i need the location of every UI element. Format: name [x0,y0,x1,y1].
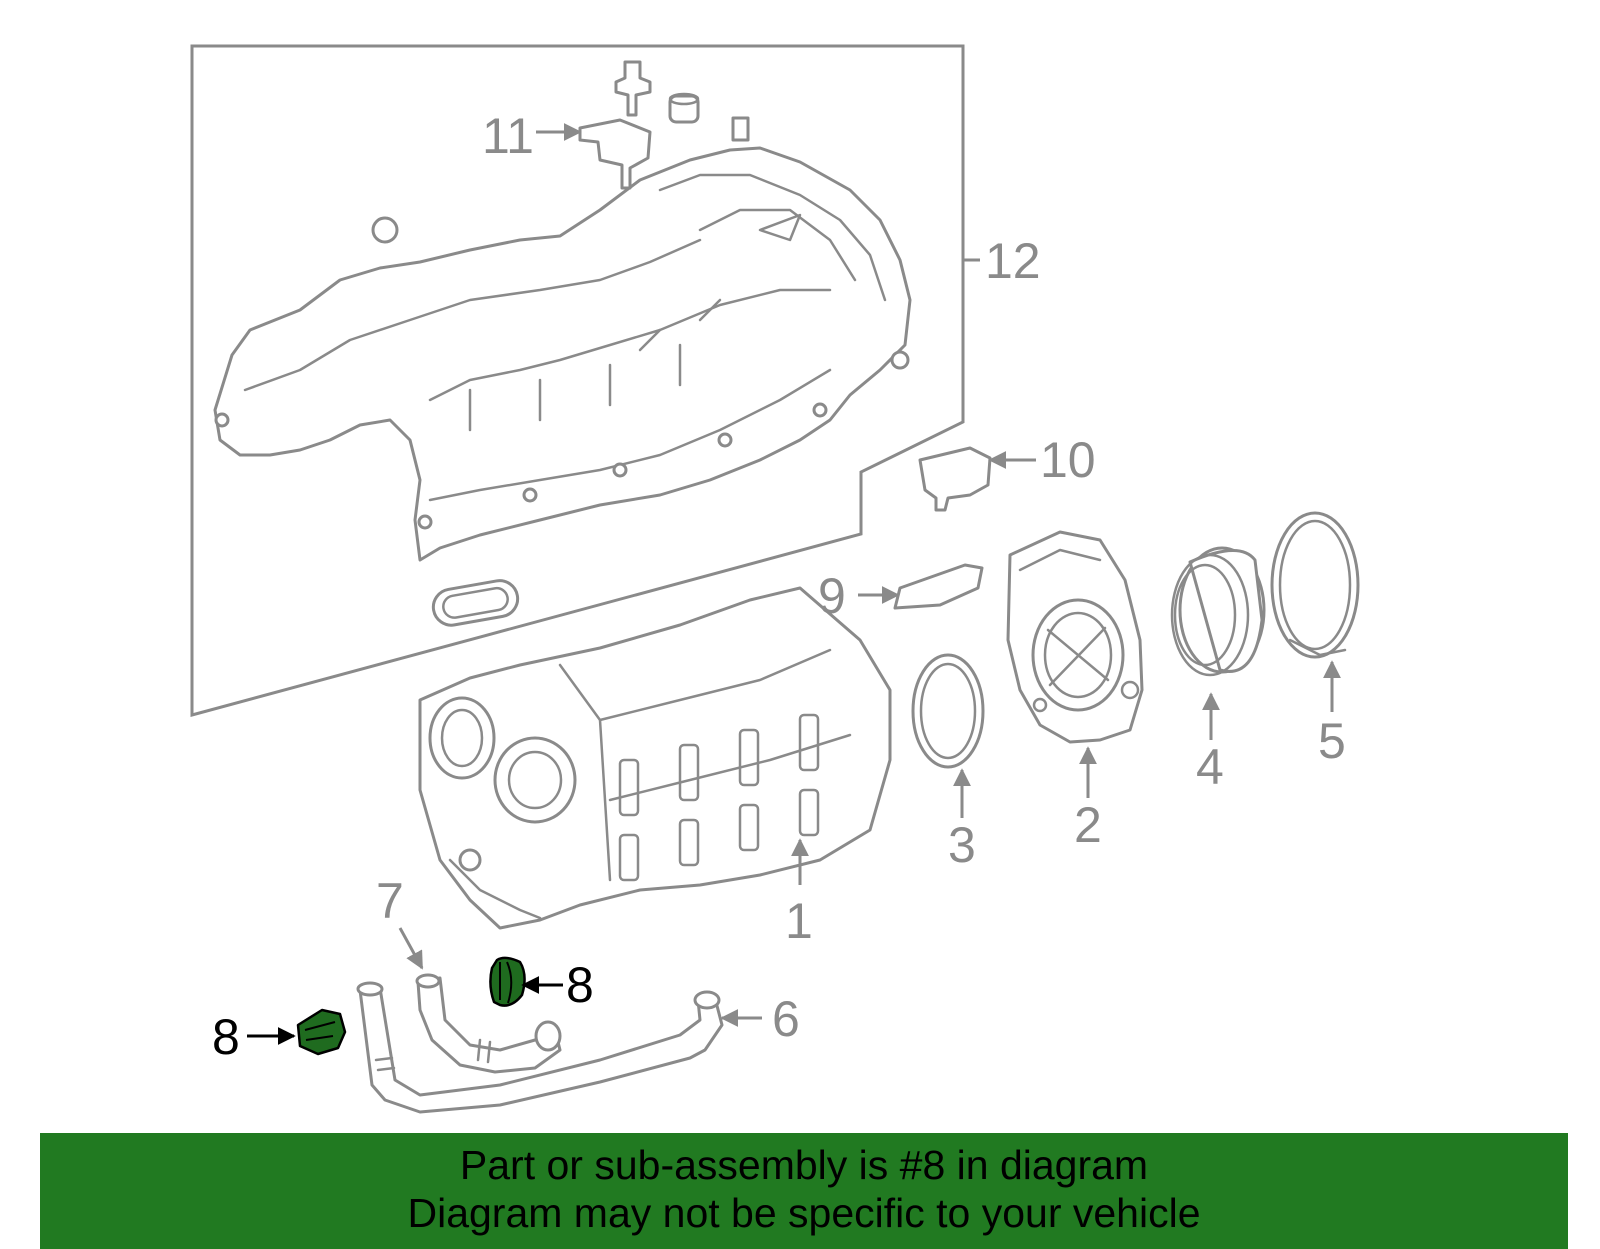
callout-8-lower: 8 [212,1009,240,1065]
callout-8-upper: 8 [566,957,594,1013]
intake-manifold [213,60,912,627]
callout-6: 6 [772,991,800,1047]
callout-2: 2 [1074,797,1102,853]
part-8-clamp-upper [489,956,526,1007]
callout-7: 7 [376,873,404,929]
leader-7 [398,927,424,970]
part-8-clamp-lower [296,1008,347,1056]
bracket-10 [918,446,992,512]
bracket-11 [578,118,652,190]
callout-10: 10 [1040,432,1096,488]
charge-air-cooler [418,586,892,930]
banner-line-disclaimer: Diagram may not be specific to your vehi… [407,1190,1201,1236]
hose-7 [415,973,562,1074]
insert-9 [893,563,984,610]
gasket-3 [911,653,985,769]
info-banner: Part or sub-assembly is #8 in diagram Di… [40,1133,1568,1249]
callout-3: 3 [948,817,976,873]
assembly-12-boundary [190,44,965,717]
callout-9: 9 [818,568,846,624]
banner-line-part: Part or sub-assembly is #8 in diagram [459,1142,1149,1188]
throttle-body [1006,530,1144,744]
callout-5: 5 [1318,713,1346,769]
callout-1: 1 [785,893,813,949]
sleeve-4 [1170,546,1266,677]
callout-11: 11 [482,108,534,164]
clamp-5 [1270,511,1360,659]
callout-12: 12 [985,233,1041,289]
coolant-pipe-6 [356,981,724,1114]
callout-4: 4 [1196,739,1224,795]
